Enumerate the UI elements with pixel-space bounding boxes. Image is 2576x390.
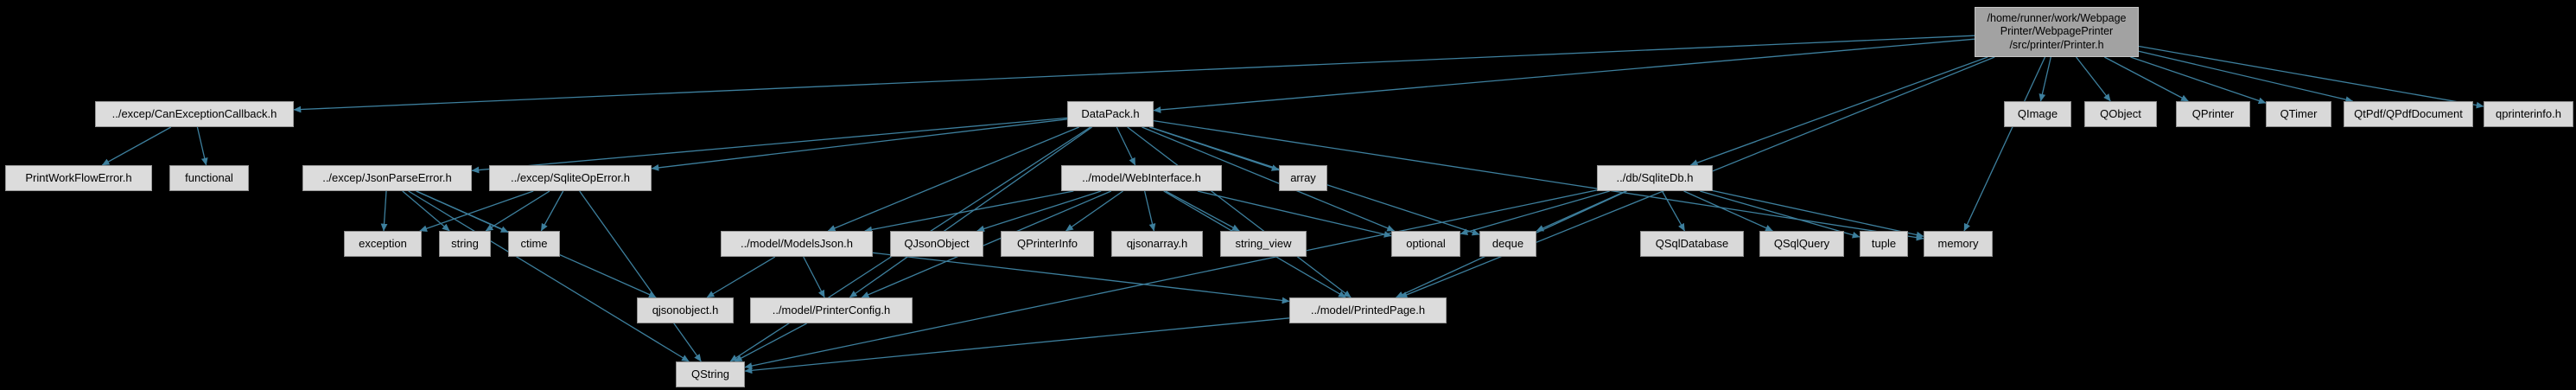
graph-node-qjsonobject: QJsonObject [890, 231, 983, 257]
graph-node-qobject: QObject [2084, 101, 2157, 127]
graph-node-qtimer: QTimer [2266, 101, 2331, 127]
graph-node-qsqlquery: QSqlQuery [1759, 231, 1844, 257]
graph-node-sqliteoperror-h[interactable]: ../excep/SqliteOpError.h [489, 165, 652, 191]
graph-node-deque: deque [1479, 231, 1536, 257]
graph-node-array: array [1279, 165, 1327, 191]
graph-node-webinterface-h[interactable]: ../model/WebInterface.h [1061, 165, 1222, 191]
graph-node-printer-h: /home/runner/work/Webpage Printer/Webpag… [1975, 7, 2139, 57]
graph-node-functional: functional [169, 165, 249, 191]
graph-node-optional: optional [1391, 231, 1460, 257]
graph-node-qjsonobject-h: qjsonobject.h [637, 297, 734, 323]
graph-node-string: string [439, 231, 491, 257]
graph-node-ctime: ctime [508, 231, 560, 257]
graph-node-tuple: tuple [1860, 231, 1908, 257]
graph-node-can-exception-callback-h[interactable]: ../excep/CanExceptionCallback.h [95, 101, 294, 127]
graph-node-qprinter: QPrinter [2176, 101, 2250, 127]
graph-node-sqlitedb-h[interactable]: ../db/SqliteDb.h [1597, 165, 1713, 191]
graph-node-printworkflowerror-h[interactable]: PrintWorkFlowError.h [5, 165, 152, 191]
graph-node-exception: exception [344, 231, 422, 257]
graph-node-qstring: QString [676, 361, 745, 387]
graph-node-modelsjson-h[interactable]: ../model/ModelsJson.h [721, 231, 873, 257]
graph-node-qjsonarray-h: qjsonarray.h [1111, 231, 1203, 257]
graph-node-memory: memory [1924, 231, 1993, 257]
graph-node-qsqldatabase: QSqlDatabase [1640, 231, 1744, 257]
graph-node-qimage: QImage [2004, 101, 2071, 127]
graph-node-datapack-h[interactable]: DataPack.h [1067, 101, 1154, 127]
graph-node-string-view: string_view [1220, 231, 1307, 257]
graph-node-printerconfig-h[interactable]: ../model/PrinterConfig.h [750, 297, 913, 323]
graph-node-jsonparseerror-h[interactable]: ../excep/JsonParseError.h [302, 165, 472, 191]
graph-node-qprinterinfo-h: qprinterinfo.h [2484, 101, 2573, 127]
graph-node-qtpdf-qpdfdocument: QtPdf/QPdfDocument [2344, 101, 2473, 127]
graph-node-printedpage-h[interactable]: ../model/PrintedPage.h [1289, 297, 1447, 323]
graph-node-qprinterinfo: QPrinterInfo [1001, 231, 1094, 257]
